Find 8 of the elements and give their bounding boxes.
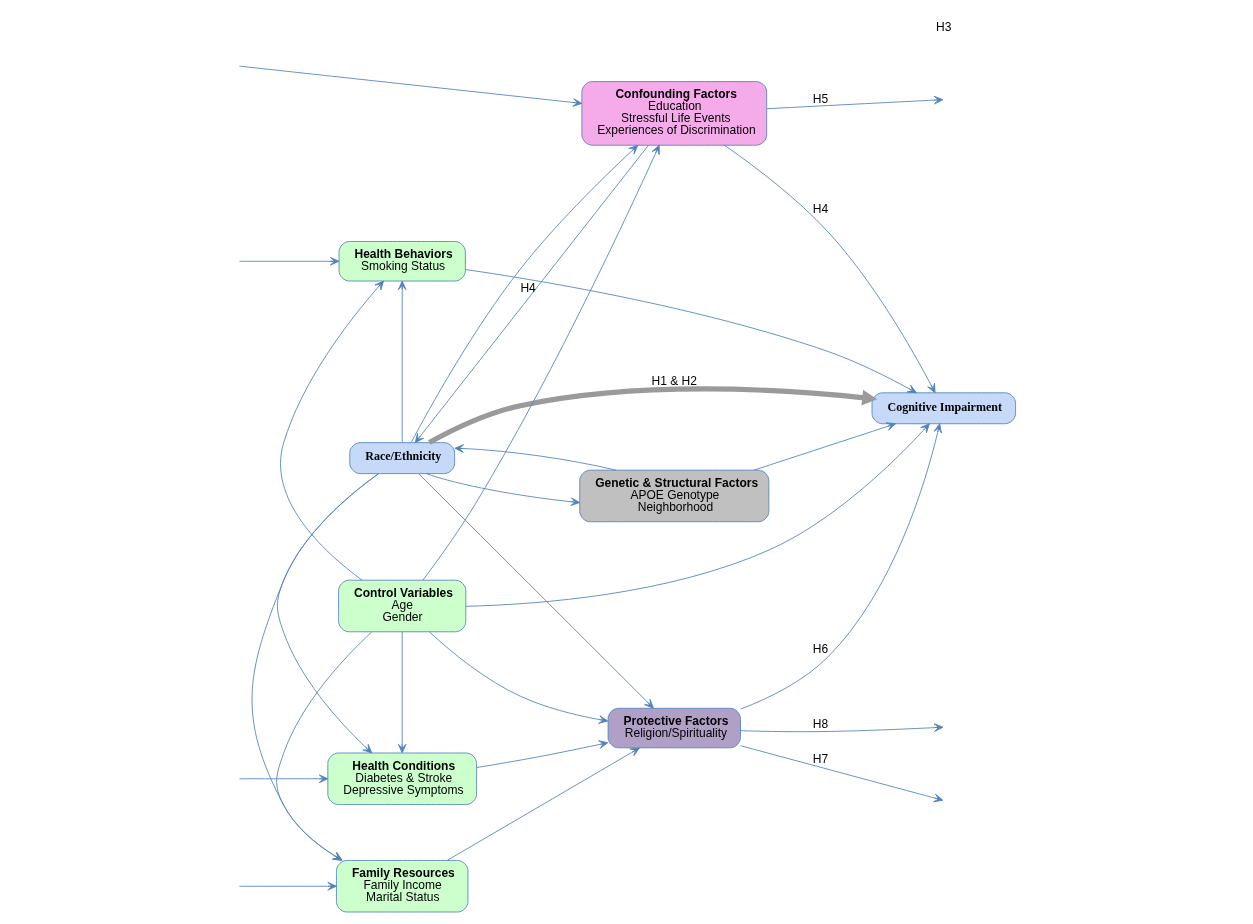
edge-label: H1 & H2 <box>651 374 697 389</box>
label: H3 <box>935 19 951 34</box>
edge-label: H5 <box>812 92 828 107</box>
edge-label: H4 <box>812 202 828 217</box>
edge-label: H8 <box>812 717 828 732</box>
edge-label: H6 <box>812 642 828 657</box>
edge-label: H7 <box>812 751 828 766</box>
edge-label: H4 <box>519 281 536 296</box>
